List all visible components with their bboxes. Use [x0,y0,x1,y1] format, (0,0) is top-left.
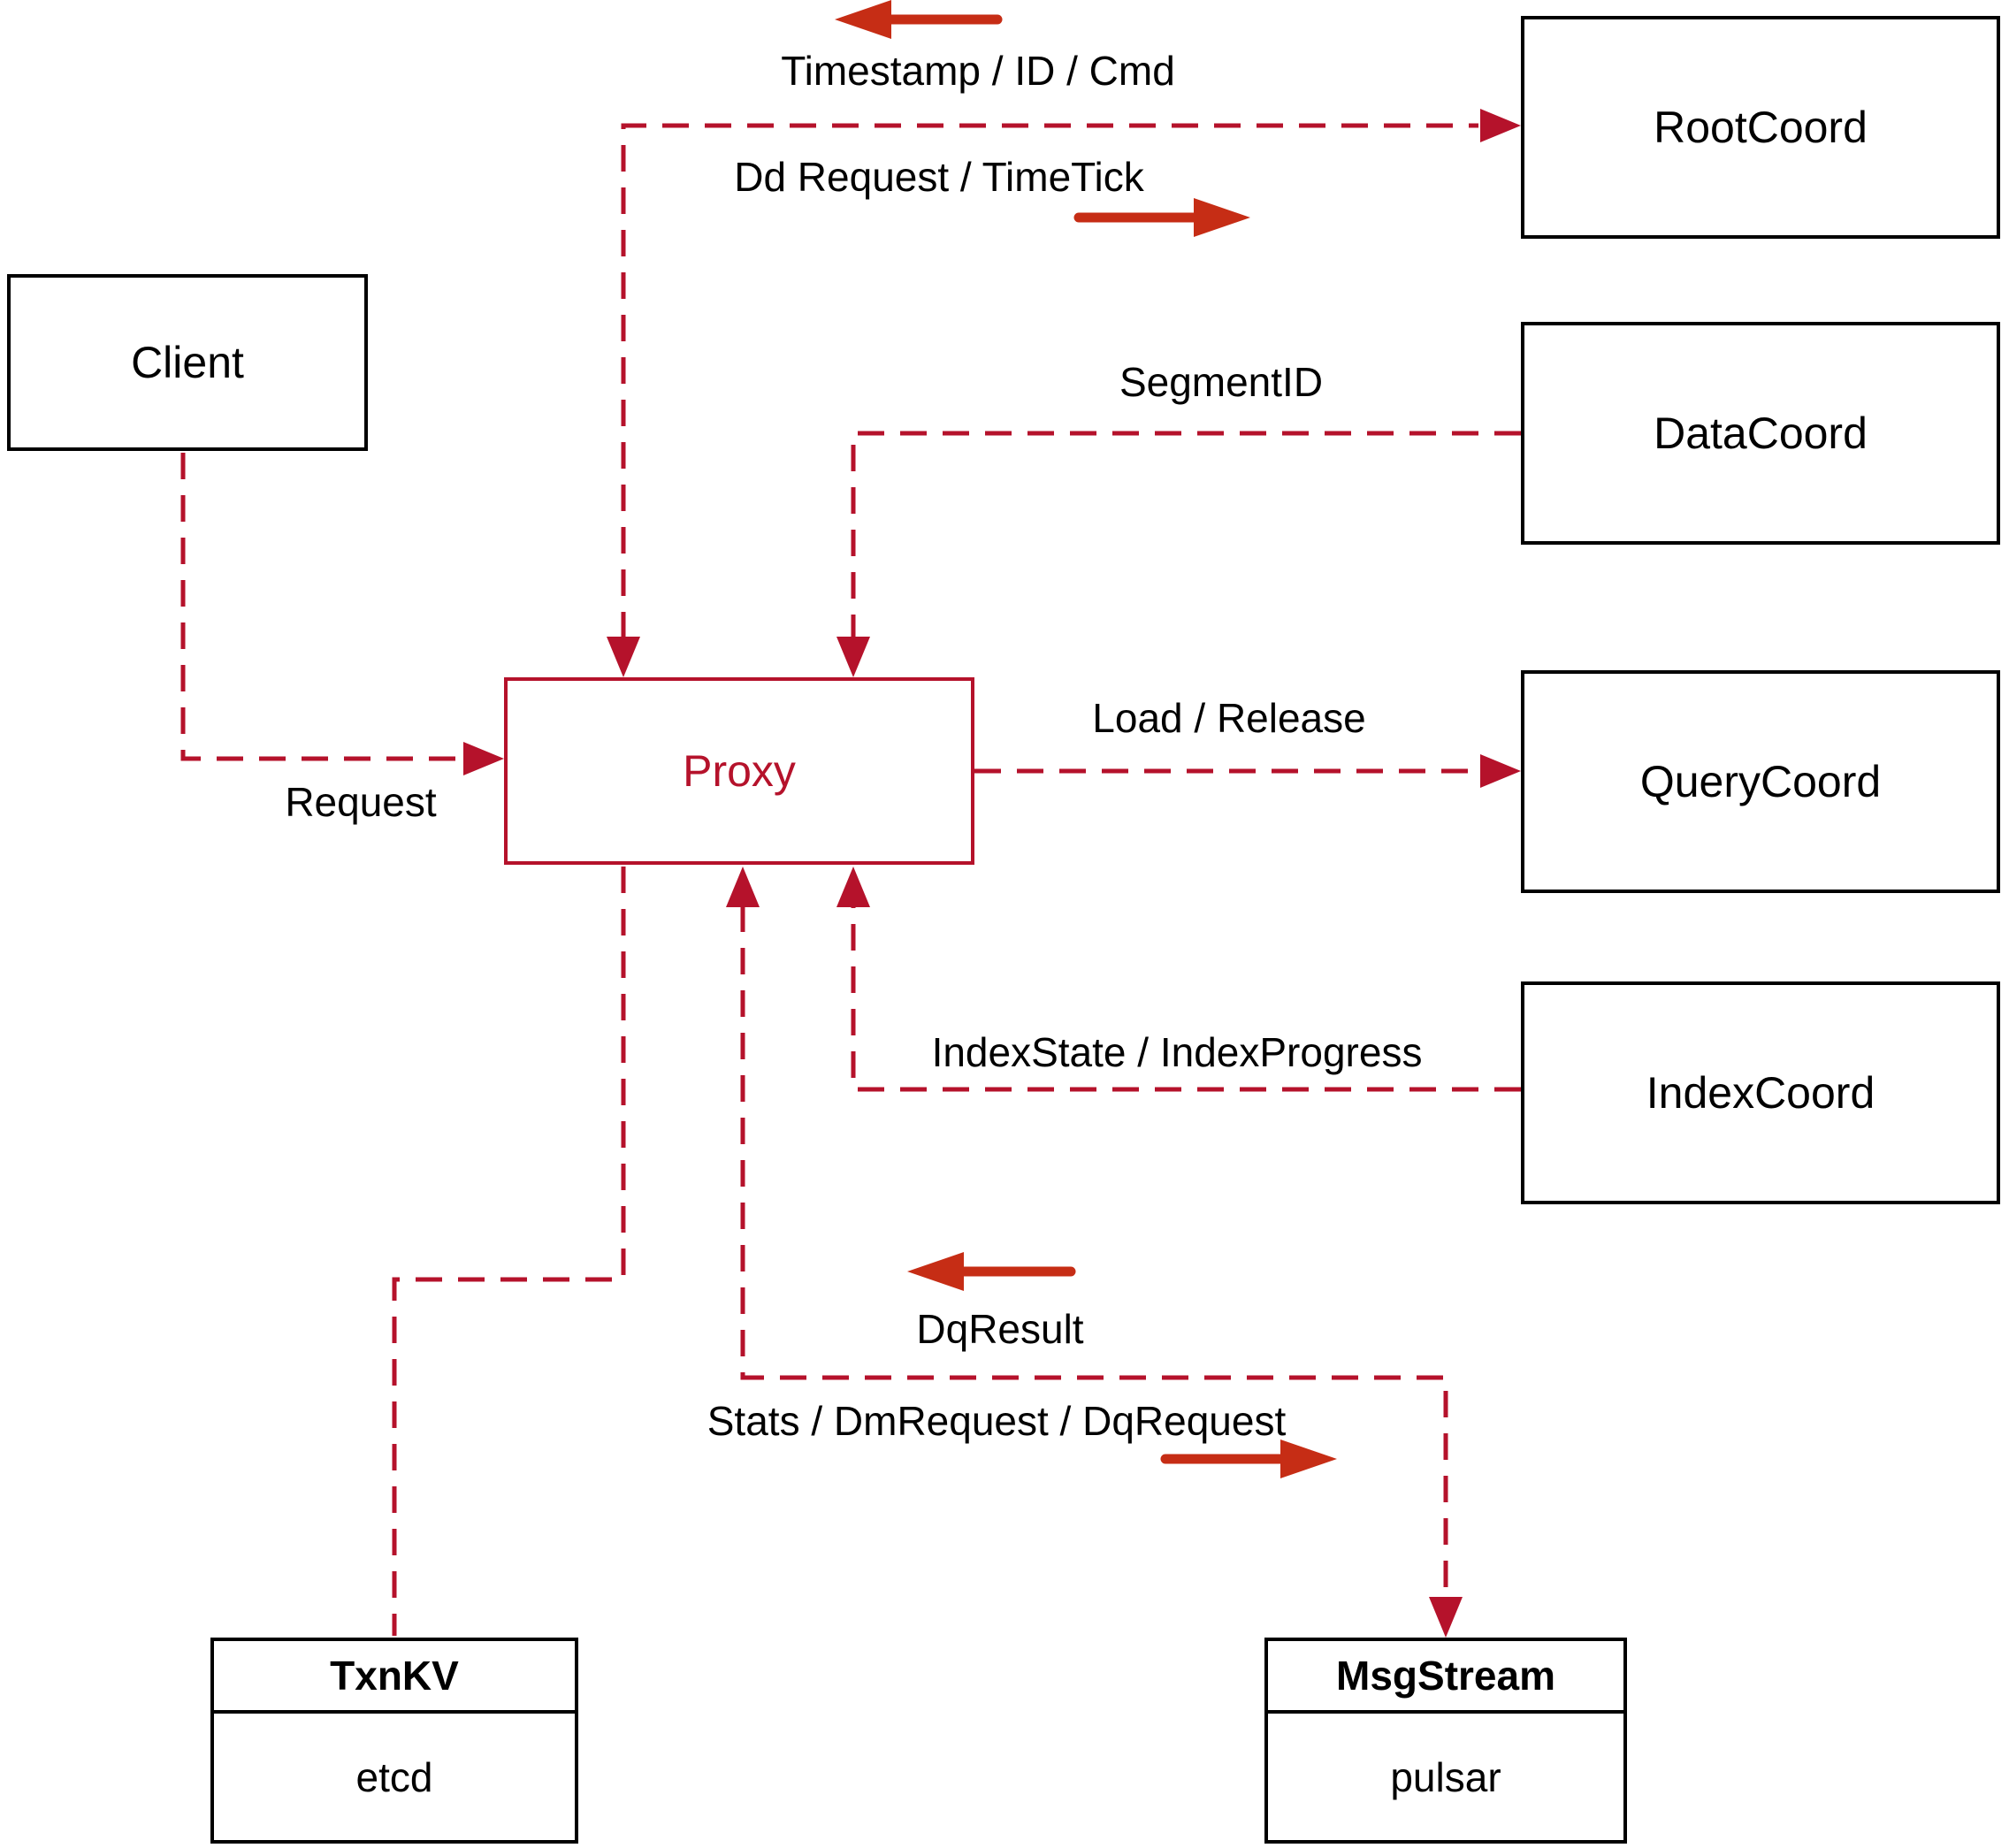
left-arrow-icon-head [835,0,891,39]
edge-client-to-proxy [180,453,462,761]
node-indexcoord: IndexCoord [1521,981,2000,1204]
edge-label-indexstate-indexprogress: IndexState / IndexProgress [931,1029,1423,1075]
node-msgstream-impl: pulsar [1390,1753,1501,1800]
node-datacoord: DataCoord [1521,322,2000,545]
node-querycoord-label: QueryCoord [1639,757,1882,806]
edge-label-timestamp-id-cmd: Timestamp / ID / Cmd [781,48,1175,94]
edge-label-request: Request [285,779,437,825]
node-rootcoord-label: RootCoord [1654,103,1868,152]
edge-label-dd-request-timetick: Dd Request / TimeTick [734,154,1144,200]
node-txnkv: TxnKV etcd [210,1638,578,1844]
arrowhead-into-proxy-top-right [836,637,870,677]
right-arrow-icon-head [1194,198,1250,237]
node-client-label: Client [131,338,244,387]
edge-proxy-msgstream [740,905,1448,1597]
edge-label-stats-dmrequest-dqrequest: Stats / DmRequest / DqRequest [707,1398,1287,1444]
left-arrow-icon-dqresult-head [907,1252,964,1291]
node-querycoord: QueryCoord [1521,670,2000,893]
node-msgstream-title: MsgStream [1268,1641,1623,1714]
arrowhead-into-proxy-left [463,742,504,775]
arrowhead-into-proxy-bottom-right [836,867,870,907]
edge-label-dqresult: DqResult [916,1306,1084,1352]
node-proxy: Proxy [504,677,974,865]
edge-datacoord-to-proxy [851,431,1521,638]
node-datacoord-label: DataCoord [1654,409,1868,458]
arrowhead-into-proxy-top-left [607,637,640,677]
node-proxy-label: Proxy [683,746,796,796]
edge-proxy-to-txnkv [392,867,626,1636]
edge-indexcoord-to-proxy [851,905,1521,1092]
node-txnkv-impl: etcd [355,1753,433,1800]
node-msgstream: MsgStream pulsar [1264,1638,1627,1844]
edge-proxy-rootcoord [621,123,1478,638]
arrowhead-into-rootcoord [1480,109,1521,142]
arrowhead-into-querycoord [1480,754,1521,788]
node-indexcoord-label: IndexCoord [1646,1068,1875,1118]
node-client: Client [7,274,368,451]
node-txnkv-title: TxnKV [214,1641,575,1714]
edge-label-segmentid: SegmentID [1119,359,1324,405]
right-arrow-icon-stats-head [1280,1439,1337,1478]
arrowhead-into-msgstream [1429,1597,1463,1638]
node-rootcoord: RootCoord [1521,16,2000,239]
edge-label-load-release: Load / Release [1092,695,1366,741]
arrowhead-into-proxy-bottom-left [726,867,760,907]
